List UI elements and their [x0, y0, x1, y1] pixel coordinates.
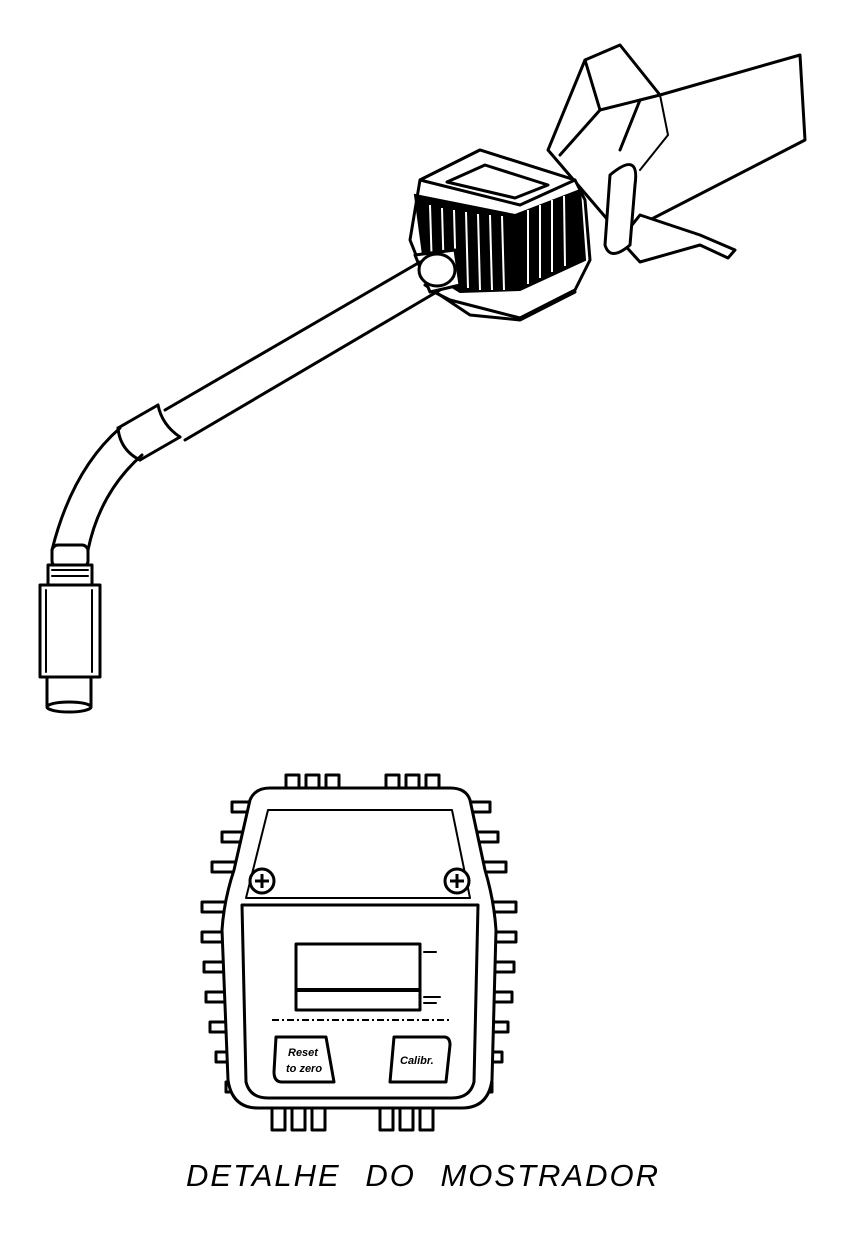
meter-housing [408, 148, 592, 322]
spout-tube [50, 248, 462, 552]
display-upper-panel [245, 809, 471, 899]
spout-tip [38, 543, 102, 714]
reset-button-label-line2: to zero [286, 1063, 322, 1075]
fuel-nozzle-drawing [38, 43, 807, 714]
calibrate-button-label: Calibr. [400, 1055, 434, 1067]
lcd-screen [294, 942, 441, 1012]
display-detail-drawing: Reset to zero Calibr. [200, 773, 518, 1132]
reset-button-label-line1: Reset [288, 1047, 319, 1059]
reset-button[interactable]: Reset to zero [272, 1035, 336, 1084]
figure-caption: DETALHE DO MOSTRADOR [186, 1158, 660, 1193]
phillips-screw-icon [443, 867, 471, 895]
nozzle-handle [546, 43, 807, 264]
phillips-screw-icon [248, 867, 276, 895]
calibrate-button[interactable]: Calibr. [388, 1035, 452, 1084]
